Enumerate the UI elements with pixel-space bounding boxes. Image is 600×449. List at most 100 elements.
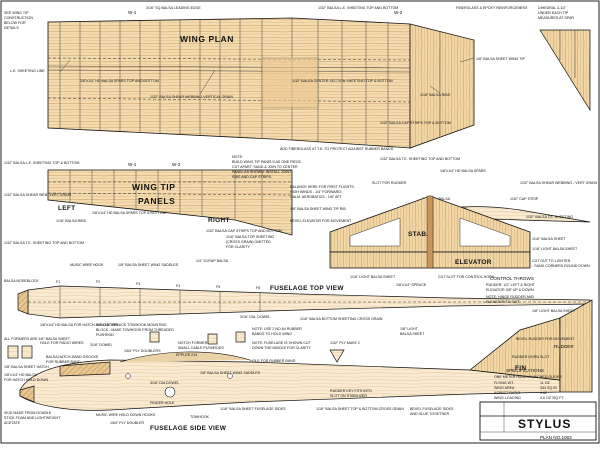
side-callout-doubler: 1/64" PLY DOUBLER [110, 421, 145, 425]
control-throws-block: CONTROL THROWS RUDDER: 1/2" LEFT & RIGHT… [486, 276, 536, 304]
side-callout-towhook: TOWHOOK [190, 415, 210, 419]
tip-callout-le: 1/32" BALSA L.E. SHEETING TOP & BOTTOM [4, 161, 79, 165]
side-callout-light-sheet: 1/8" LIGHT BALSA SHEET [532, 309, 576, 313]
side-callout-bevel-sides-2: AND GLUE TOGETHER [410, 412, 450, 416]
callout-towhook-3: PUSHROD [96, 333, 114, 337]
balance-note-3: CALM, AEROBATICS - 1/8" AFT [290, 195, 343, 199]
stabilizer-view: STAB. ELEVATOR SLOT FOR RUDDER 1/16" BAL… [226, 181, 590, 287]
fuselage-top-title: FUSELAGE TOP VIEW [270, 285, 344, 292]
tip-station-w2: W-2 [172, 162, 181, 167]
wing-station-w1: W-1 [128, 10, 137, 15]
side-callout-skid-1: SKID MADE FROM DOUBLE [4, 411, 52, 415]
side-callout-fin-sheet-1: 1/8" LIGHT [400, 327, 419, 331]
side-callout-bevel-rudder: BEVEL RUDDER FOR MOVEMENT [516, 337, 575, 341]
rudder-outline [559, 299, 593, 393]
elevator-label: ELEVATOR [455, 259, 492, 266]
tip-callout-cap: 1/32" BALSA CAP STRIPS TOP AND BOTTOM [206, 229, 282, 233]
stab-callout-horn: CUT SLOT FOR CONTROL HORN [438, 275, 495, 279]
former-f6: F6 [256, 286, 260, 290]
callout-ply: 1/32" PLY MAKE 2 [330, 341, 360, 345]
callout-dowel: 3/16" DIA. DOWEL [240, 315, 270, 319]
callout-radio-wires: HOLE FOR RADIO WIRES [40, 341, 84, 345]
callout-wing-saddles: 1/8" BALSA SHEET WING SADDLES [118, 263, 179, 267]
side-callout-hold-down-1: 1/8"x1/4" HD BALSA [4, 373, 38, 377]
stab-callout-cutout-1: CUT OUT TO LIGHTEN [532, 259, 571, 263]
callout-te-sheeting: 1/32" BALSA T.E. SHEETING TOP AND BOTTOM [380, 157, 460, 161]
callout-hatch-hold: 1/8"x1/4" HD BALSA FOR HATCH HOLD DOWN [40, 323, 118, 327]
build-note-text-1: NOTE: [232, 155, 243, 159]
callout-noseblock: BALSA NOSEBLOCK [4, 279, 39, 283]
stab-label: STAB. [408, 231, 429, 238]
stab-callout-top-sheet-1: 1/16" BALSA TOP SHEETING [226, 235, 274, 239]
stab-callout-tip-rib: 1/8" BALSA SHEET WING TIP RIB [290, 207, 346, 211]
balance-note-2: HIGH WINDS - 1/4" FORWARD; [290, 190, 342, 194]
nose-block [17, 289, 29, 315]
former-sketches [7, 331, 345, 363]
build-note-text-3: CUT APART, SAND & JOIN TO CENTER [232, 165, 298, 169]
stab-callout-top-sheet-3: FOR CLARITY [226, 245, 250, 249]
side-callout-top-bottom: 1/16" BALSA SHEET TOP & BOTTOM-CROSS GRA… [316, 407, 404, 411]
spec-val-0: 11 OZ [540, 381, 551, 385]
control-throws-elevator: ELEVATOR 3/8" UP & DOWN [486, 288, 534, 292]
spec-val-2: 4.62 [540, 391, 547, 395]
build-note: NOTE: BUILD WING TIP PANELS AS ONE PIECE… [232, 155, 355, 199]
rib-callout-cap: 1/32" CAP STRIP [510, 197, 539, 201]
wing-tip-panels-view: LEFT RIGHT WING TIP PANELS W-1 W-2 1/32"… [4, 161, 293, 245]
callout-dihedral-3: MEASURED AT SPAR [538, 16, 574, 20]
callout-towhook-1: 1/8"x3/8" SPRUCE TOWHOOK MOUNTING [96, 323, 167, 327]
callout-scrap: 1/4" SCRAP BALSA [196, 259, 229, 263]
rudder-label: RUDDER [554, 344, 574, 349]
side-callout-hatch-1: BALSA HATCH-SAND GROOVE [46, 355, 99, 359]
side-callout-bevel-sides-1: BEVEL FUSELAGE SIDES [410, 407, 454, 411]
callout-ribs: 1/16" BALSA RIBS [420, 93, 451, 97]
side-callout-rudder-key-1: RUDDER KEY FITS INTO [330, 389, 372, 393]
side-callout-skid-3: ACETATE [4, 421, 21, 425]
side-callout-rudder-key-2: SLOT ON STABILIZER [330, 394, 367, 398]
callout-cut-note-2: DOWN THE MIDDLE FOR CLARITY [252, 346, 311, 350]
stab-callout-light: 1/16" LIGHT BALSA SHEET [532, 247, 578, 251]
control-throws-hinge-1: NOTE: HINGE RUDDER AND [486, 295, 535, 299]
spar-line-top [47, 65, 411, 69]
airfoil-label: EPPLER 214 [176, 353, 197, 357]
callout-spars: 1/8"x1/4" HD BALSA SPARS TOP AND BOTTOM [80, 79, 159, 83]
spec-key-2: ASPECT RATIO [494, 391, 520, 395]
tip-left-label: LEFT [58, 205, 75, 212]
spec-key-1: WING AREA [494, 386, 515, 390]
fuselage-side-title: FUSELAGE SIDE VIEW [150, 425, 227, 432]
callout-wing-tip: 1/8" BALSA SHEET WING TIP [476, 57, 525, 61]
former-f2: F2 [96, 280, 100, 284]
stab-callout-light-2: 1/16" LIGHT BALSA SHEET [350, 275, 396, 279]
plan-number: PLAN NO.1083 [540, 435, 572, 440]
tip-callout-spars: 1/8"x1/4" HD BALSA SPARS TOP & BOTTOM [92, 211, 166, 215]
tip-callout-ribs: 1/16" BALSA RIBS [56, 219, 87, 223]
wing-plan-callouts: SEE WING TIP CONSTRUCTION BELOW FOR DETA… [4, 6, 574, 161]
callout-le-sheeting-line: L.E. SHEETING LINE [10, 69, 45, 73]
rib-callout-te: 1/32" BALSA T.E. SHEETING [526, 215, 573, 219]
side-callout-fin-sheet-2: BALSA SHEET [400, 332, 425, 336]
tip-right-label: RIGHT [208, 217, 230, 224]
side-callout-rubber: HOLE FOR RUBBER BAND [250, 359, 296, 363]
callout-towhook-2: BLOCK - MAKE TOWHOOK FROM THREADED [96, 328, 174, 332]
callout-dihedral-1: DIHEDRAL 3-1/2" [538, 6, 567, 10]
spar-line-bottom [47, 69, 411, 73]
balance-note-1: BALANCE HERE FOR FIRST FLIGHTS. [290, 185, 355, 189]
callout-center-sheeting: 1/32" BALSA CENTER SECTION SHEETING TOP … [292, 79, 393, 83]
wing-station-w2: W-2 [394, 10, 403, 15]
callout-rubber-bands-1: NOTE: USE 2 NO.64 RUBBER [252, 327, 302, 331]
callout-formers: ALL FORMERS ARE 1/8" BALSA SHEET [4, 337, 71, 341]
side-callout-saddles: 1/8" BALSA SHEET WING SADDLES [200, 371, 261, 375]
callout-doublers: 1/64" PLY DOUBLERS [124, 349, 161, 353]
callout-wing-tip-ref-4: DETAILS [4, 26, 19, 30]
tip-station-w1: W-1 [128, 162, 137, 167]
spec-key-3: WING LOADING [494, 396, 521, 400]
tip-callout-shear: 1/32" BALSA SHEAR WEB. VERT GRAIN [4, 193, 71, 197]
tip-callout-te: 1/32" BALSA T.E. SHEETING TOP AND BOTTOM [4, 241, 84, 245]
callout-wire-hook: MUSIC WIRE HOOK [70, 263, 104, 267]
spec-val-3: 4.6 OZ./SQ.FT. [540, 396, 564, 400]
side-callout-hatch-2: FOR RUBBER BAND [46, 360, 81, 364]
former-f5: F5 [216, 285, 220, 289]
callout-shear-web: 1/32" BALSA SHEAR WEBBING-VERTICAL GRAIN [150, 95, 233, 99]
side-callout-hatch-sheet: 1/8" BALSA SHEET HATCH [4, 365, 49, 369]
control-throws-rudder: RUDDER: 1/2" LEFT & RIGHT [486, 283, 536, 287]
